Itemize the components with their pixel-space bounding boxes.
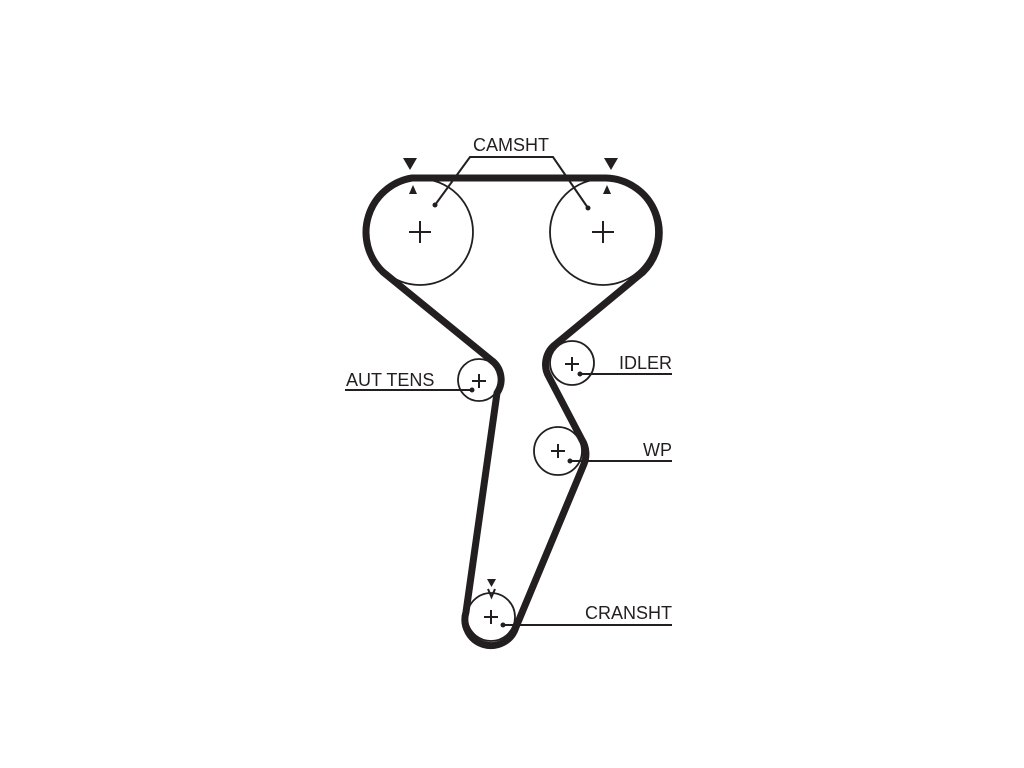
water-pump-label: WP (643, 440, 672, 460)
auto-tensioner-label: AUT TENS (346, 370, 434, 390)
right-cam-pulley-mark-icon (603, 185, 611, 194)
idler-label: IDLER (619, 353, 672, 373)
crank-timing-arrow-icon (487, 579, 496, 587)
center-marks (409, 221, 614, 624)
camshaft-label: CAMSHT (473, 135, 549, 155)
leader-lines (345, 156, 672, 626)
right-cam-timing-arrow-icon (604, 158, 618, 170)
crankshaft-label: CRANSHT (585, 603, 672, 623)
timing-belt (362, 174, 663, 650)
left-cam-timing-arrow-icon (403, 158, 417, 170)
timing-mark-icons (403, 158, 618, 587)
leader-dots (432, 202, 591, 628)
left-cam-pulley-mark-icon (409, 185, 417, 194)
crank-pulley-mark-icon (487, 588, 496, 600)
